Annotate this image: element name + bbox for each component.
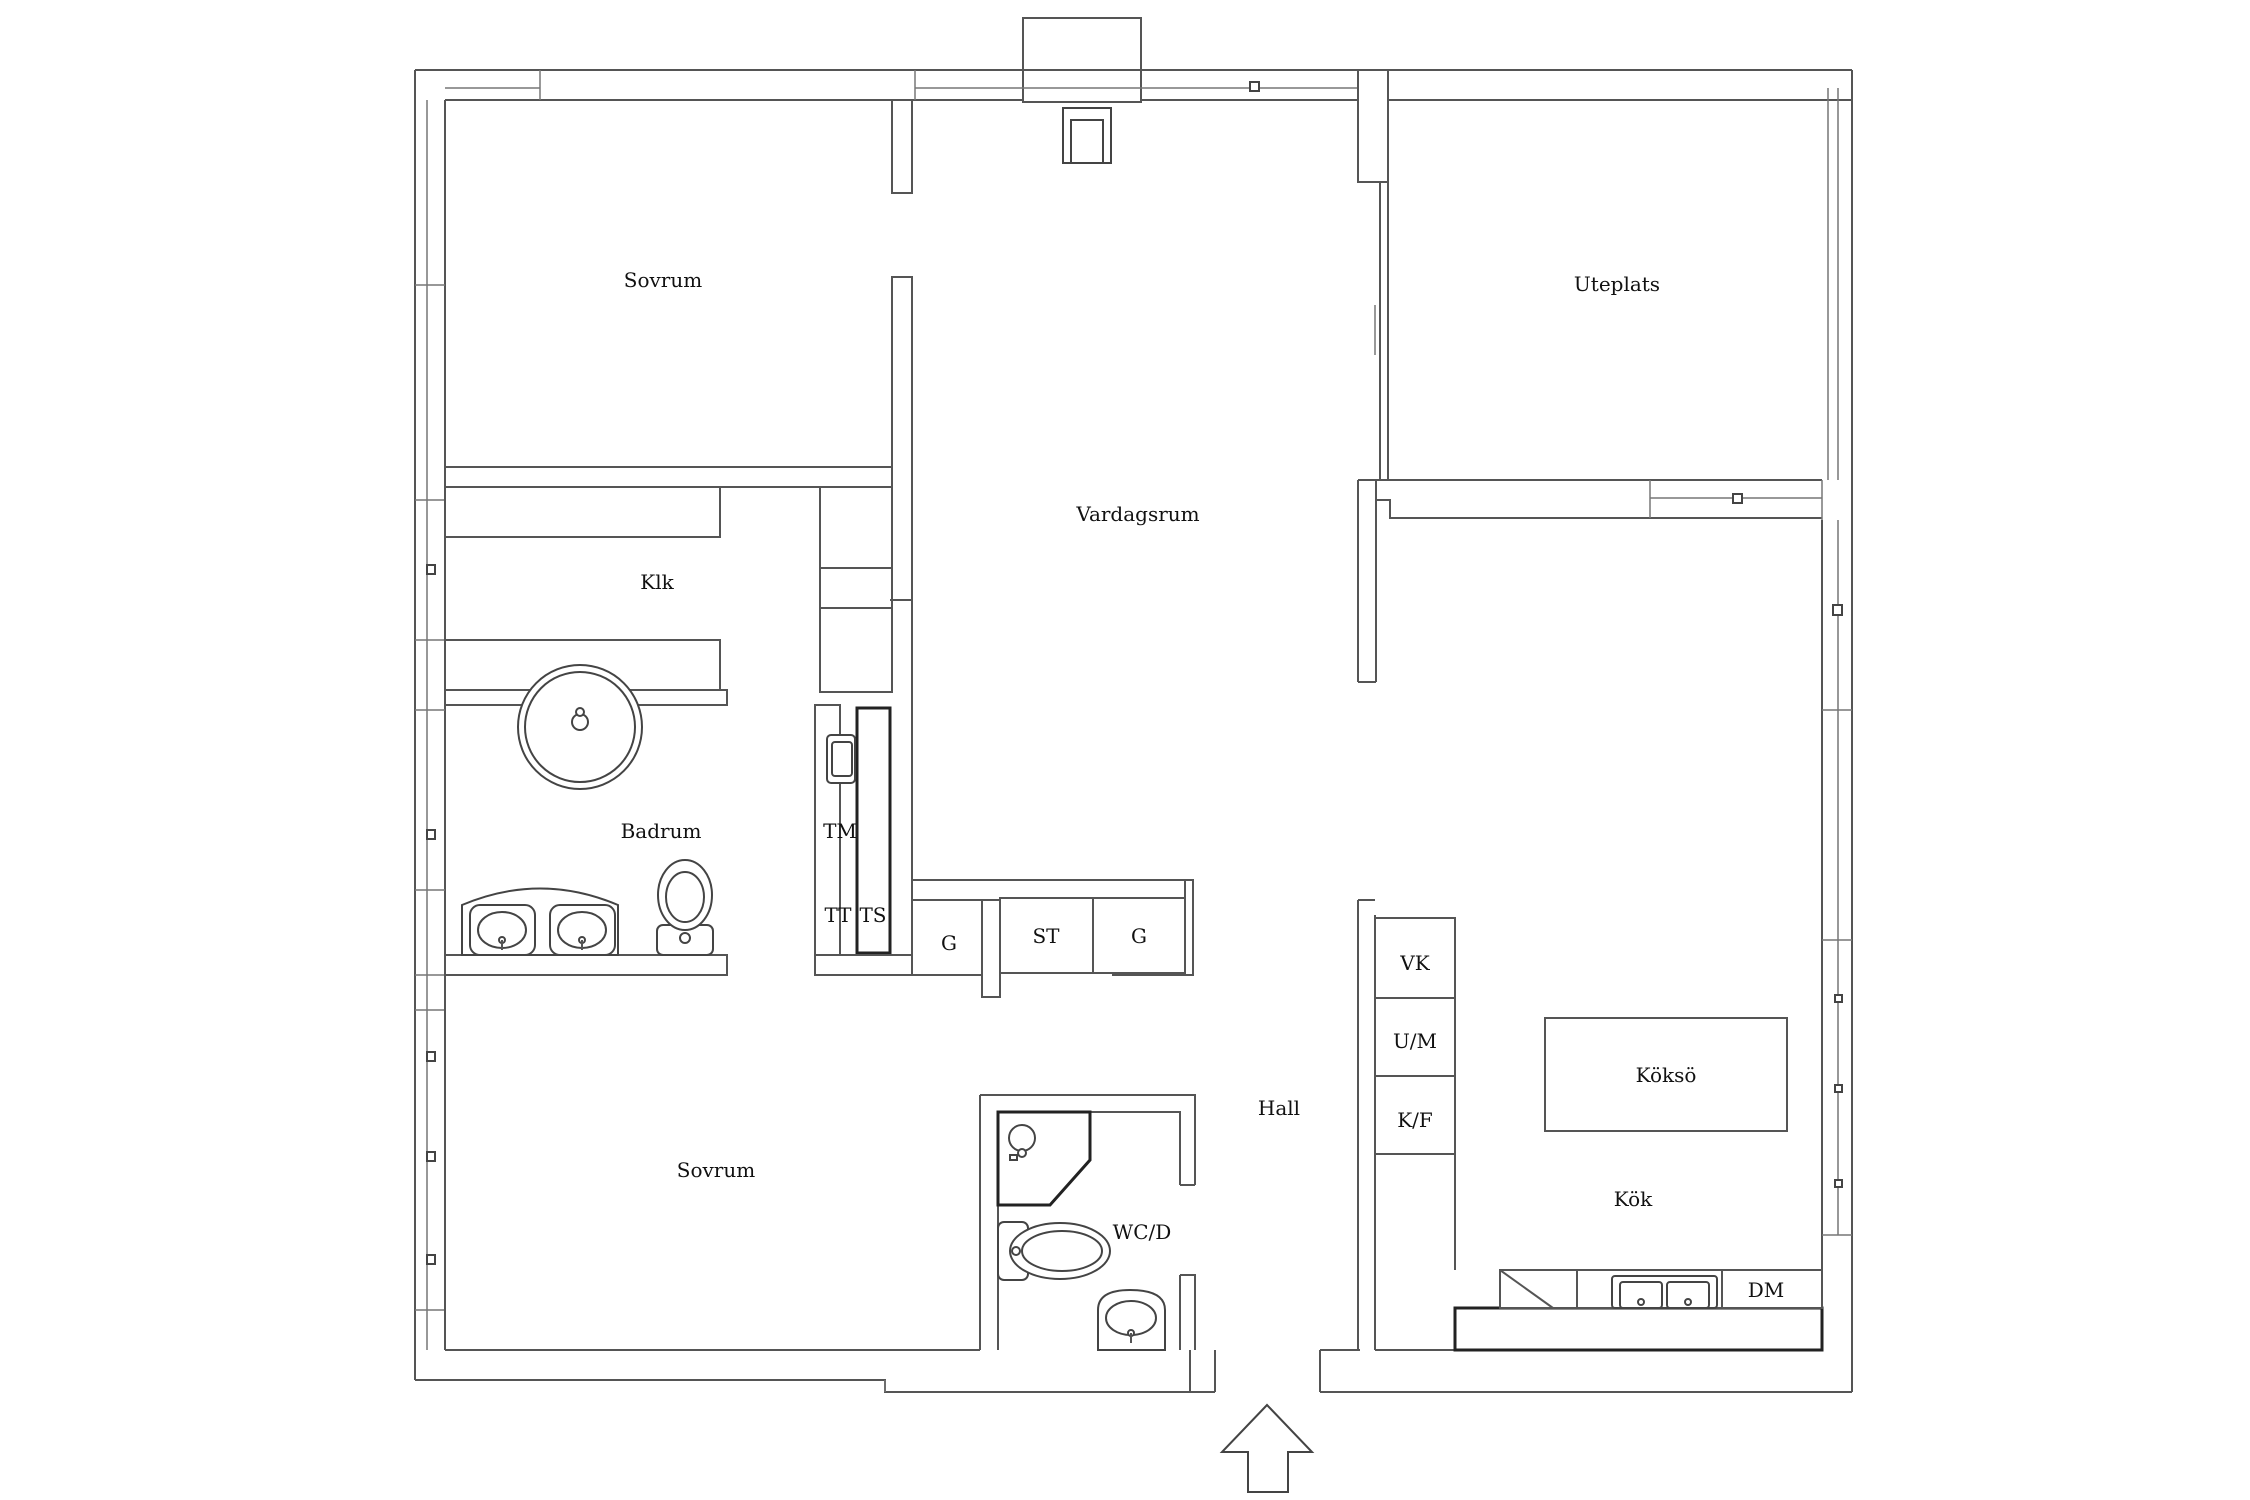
small-sink-icon <box>826 734 856 784</box>
room-label-klk: Klk <box>640 570 674 594</box>
appliance-label-tm: TM <box>823 819 857 843</box>
interior-walls <box>444 69 1839 1352</box>
appliance-label-ts: TS <box>859 903 886 927</box>
appliance-label-g2: G <box>1131 924 1147 948</box>
appliance-label-kf: K/F <box>1397 1108 1433 1132</box>
wc-toilet-icon <box>997 1221 1111 1281</box>
room-label-badrum: Badrum <box>621 819 702 843</box>
appliance-label-tt: TT <box>824 903 852 927</box>
room-label-uteplats: Uteplats <box>1574 272 1660 296</box>
room-labels: Sovrum Uteplats Vardagsrum Klk Badrum So… <box>621 268 1697 1244</box>
toilet-icon <box>656 859 714 956</box>
entrance-arrow-icon <box>1219 1403 1315 1493</box>
round-sink-icon <box>517 664 643 790</box>
double-sink-icon <box>461 887 619 956</box>
fireplace-icon <box>1062 107 1112 164</box>
fixtures <box>461 107 1718 1493</box>
appliance-label-st: ST <box>1032 924 1060 948</box>
kitchen-sink-icon <box>1611 1275 1718 1309</box>
room-label-hall: Hall <box>1258 1096 1300 1120</box>
shower-icon <box>996 1110 1092 1207</box>
outer-walls <box>414 17 1853 1393</box>
room-label-sovrum-top: Sovrum <box>624 268 702 292</box>
room-label-vardagsrum: Vardagsrum <box>1075 502 1199 526</box>
appliance-label-dm: DM <box>1748 1278 1785 1302</box>
appliance-label-um: U/M <box>1393 1029 1437 1053</box>
appliance-label-vk: VK <box>1399 951 1430 975</box>
wc-sink-icon <box>1097 1288 1166 1351</box>
room-label-sovrum-bottom: Sovrum <box>677 1158 755 1182</box>
room-label-koksoe: Köksö <box>1636 1063 1697 1087</box>
appliance-labels: TM TT TS G ST G VK U/M K/F DM <box>823 819 1784 1302</box>
room-label-kok: Kök <box>1614 1187 1653 1211</box>
appliance-label-g1: G <box>941 931 957 955</box>
room-label-wc: WC/D <box>1113 1220 1172 1244</box>
